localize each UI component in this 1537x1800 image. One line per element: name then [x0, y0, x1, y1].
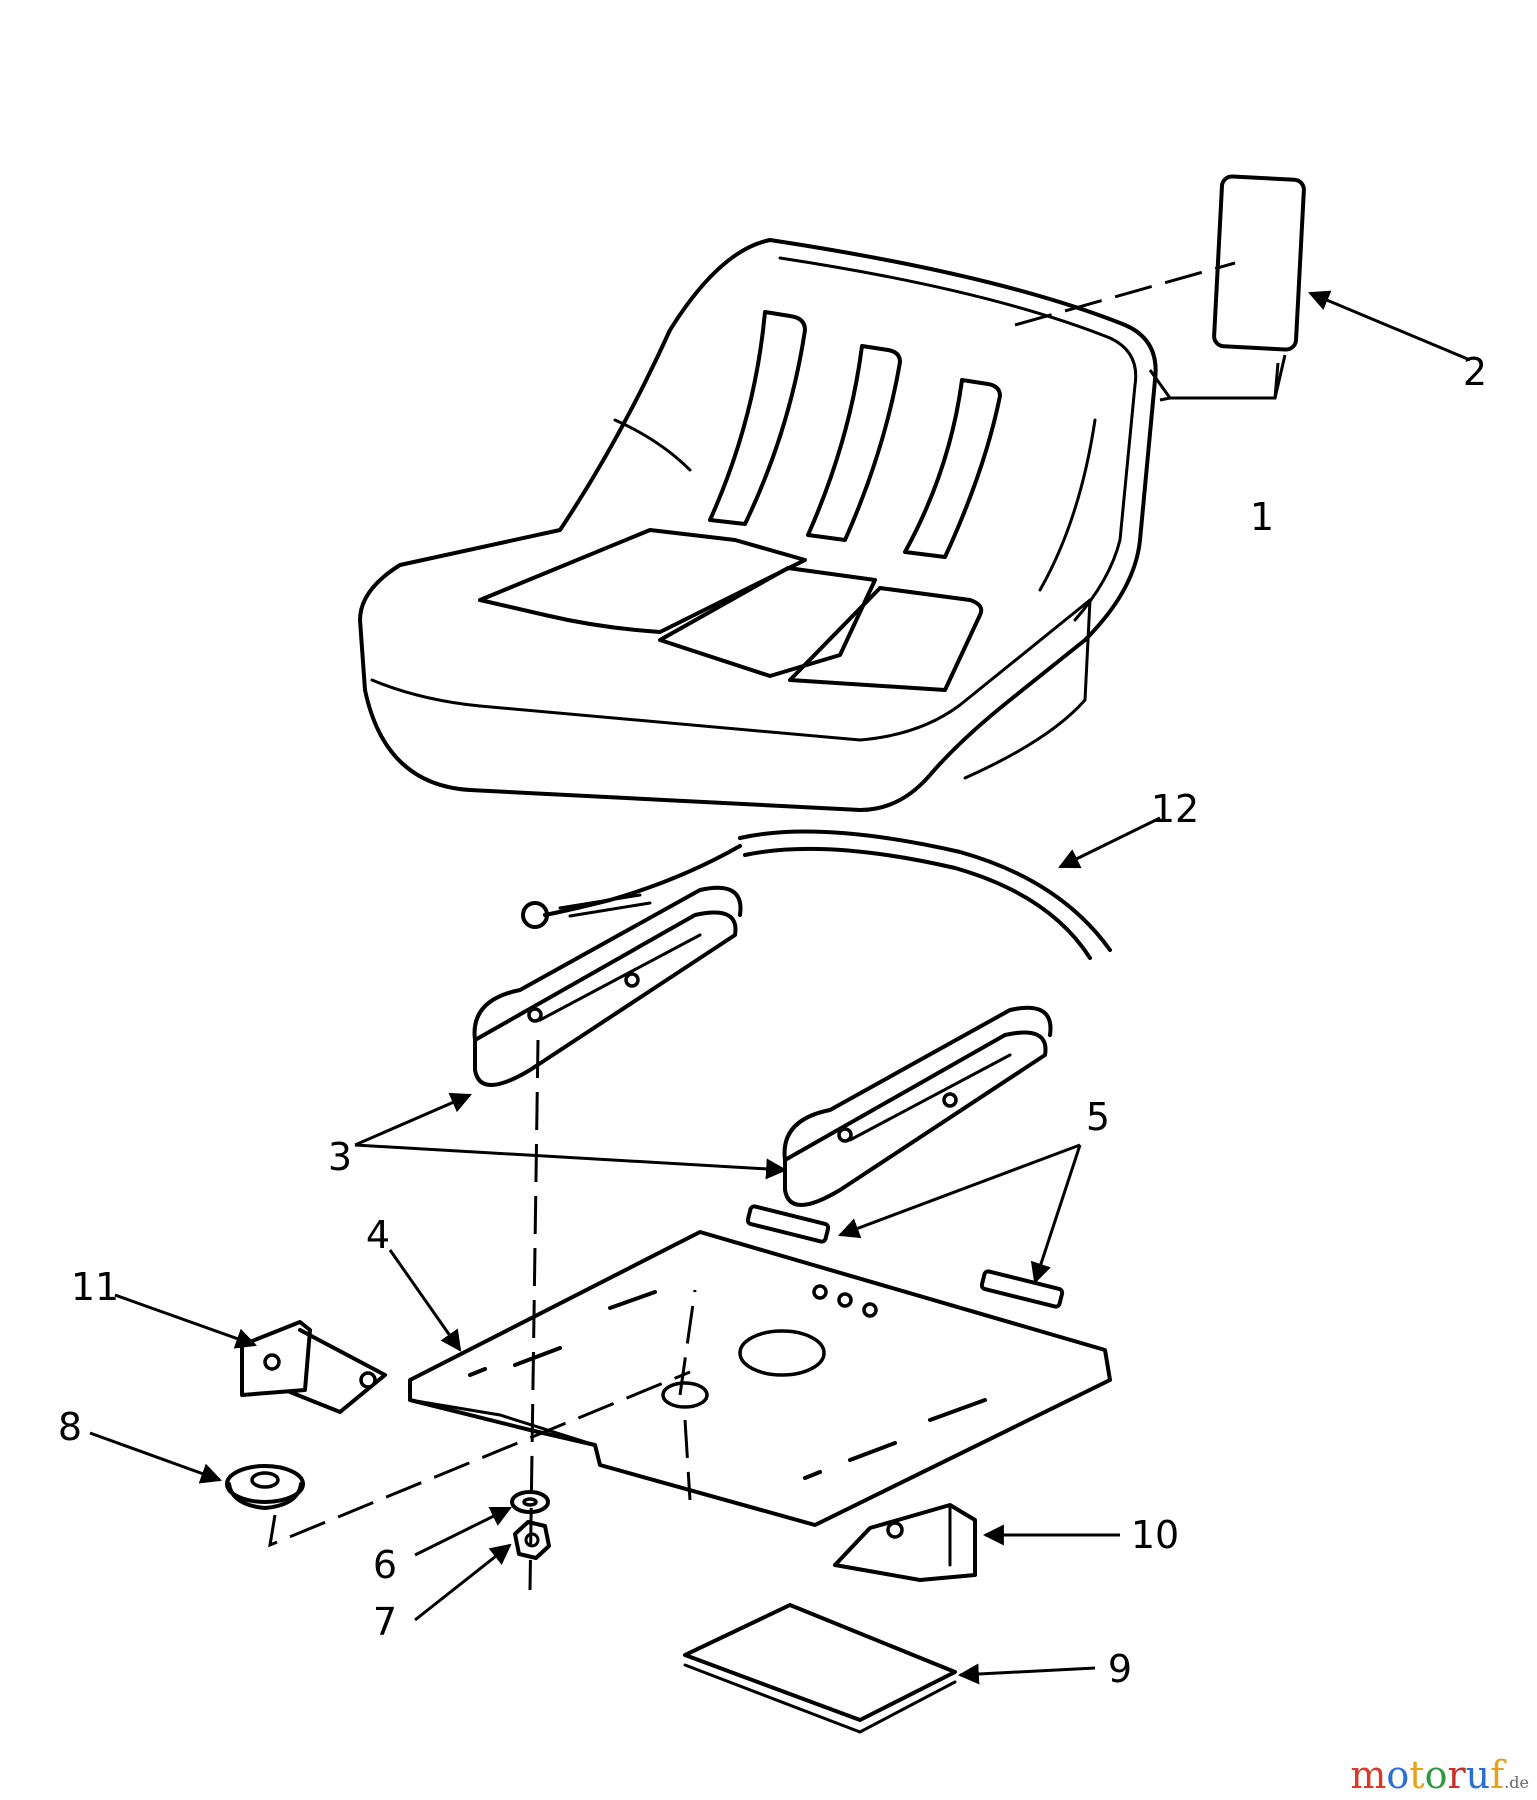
leader-lines	[89, 290, 1471, 1685]
callout-4: 4	[366, 1213, 390, 1257]
callout-5: 5	[1086, 1095, 1110, 1139]
watermark-letter: o	[1424, 1753, 1448, 1797]
watermark-logo: motoruf.de	[1350, 1756, 1529, 1794]
callout-9: 9	[1108, 1647, 1132, 1691]
seat-part	[358, 238, 1158, 812]
callout-10: 10	[1131, 1513, 1179, 1557]
callout-3: 3	[328, 1135, 352, 1179]
watermark-letter: f	[1490, 1753, 1505, 1797]
bracket-part	[833, 1503, 977, 1582]
callout-6: 6	[373, 1543, 397, 1587]
cable-part	[521, 829, 1112, 960]
callout-7: 7	[373, 1600, 397, 1644]
callout-2: 2	[1463, 350, 1487, 394]
watermark-letter: r	[1447, 1753, 1466, 1797]
assembly-lines	[268, 261, 1236, 1591]
grommet-part	[225, 1464, 305, 1510]
callout-8: 8	[58, 1405, 82, 1449]
watermark-text: motoruf	[1350, 1753, 1504, 1797]
watermark-tld: .de	[1504, 1773, 1529, 1792]
watermark-letter: o	[1386, 1753, 1410, 1797]
watermark-letter: t	[1409, 1753, 1425, 1797]
watermark-letter: u	[1465, 1753, 1491, 1797]
callout-labels: 1 2 3 4 5 6 7 8 9 10 11 12	[58, 350, 1487, 1691]
decal-part	[1212, 174, 1306, 352]
bracket-part	[240, 1320, 387, 1414]
callout-1: 1	[1250, 495, 1274, 539]
callout-12: 12	[1151, 787, 1199, 831]
pad-part	[683, 1603, 957, 1734]
base-plate-part	[408, 1230, 1112, 1527]
seat-rail-part	[472, 885, 1053, 1207]
clip-part	[745, 1204, 1065, 1309]
callout-11: 11	[71, 1265, 119, 1309]
watermark-letter: m	[1350, 1753, 1387, 1797]
